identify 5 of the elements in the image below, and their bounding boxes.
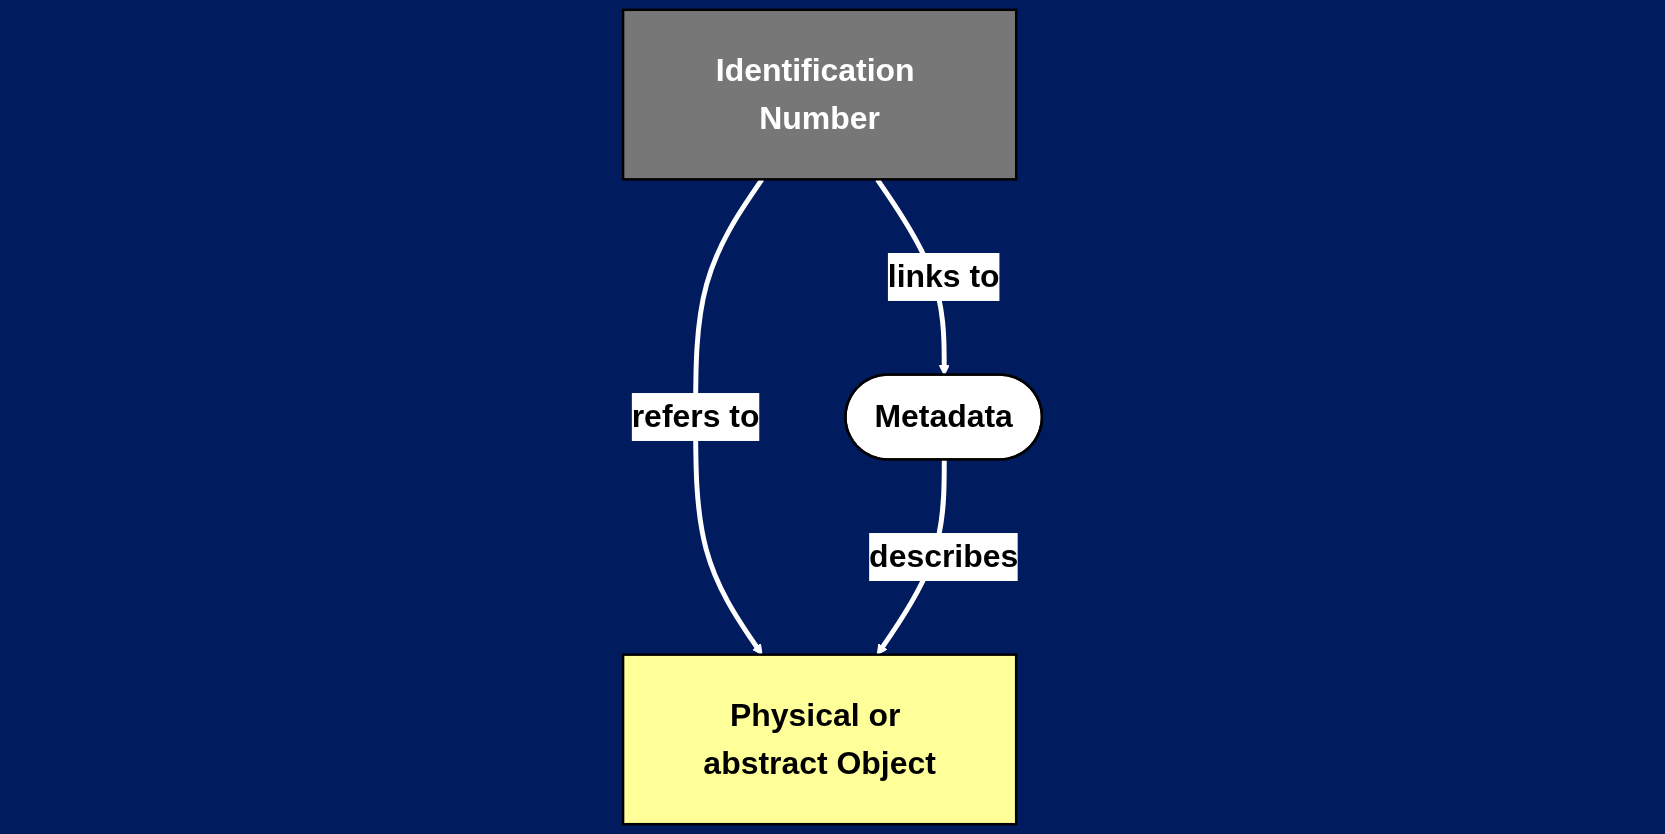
edge-label: links to — [887, 257, 1000, 295]
edge-label: refers to — [631, 397, 760, 435]
edge-label: describes — [869, 537, 1019, 575]
node-box: Physical or abstract Object — [621, 653, 1018, 826]
node-box: Identification Number — [621, 8, 1018, 181]
